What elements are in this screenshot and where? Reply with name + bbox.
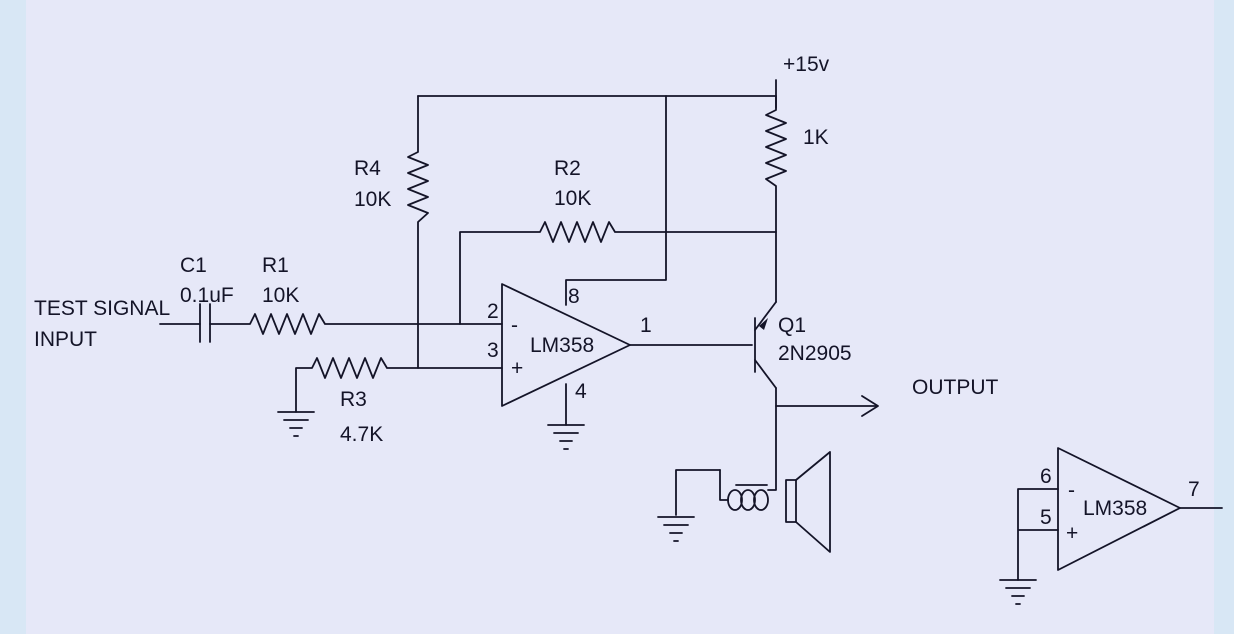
ground-icon-speaker bbox=[657, 516, 695, 542]
ground-icon-r3 bbox=[277, 411, 315, 437]
opamp-unused-minus: - bbox=[1068, 479, 1075, 502]
ground-icon-opamp bbox=[547, 424, 585, 450]
r1-value: 10K bbox=[262, 284, 299, 307]
r4-value: 10K bbox=[354, 188, 391, 211]
resistor-r2 bbox=[459, 221, 777, 325]
r2-ref: R2 bbox=[554, 157, 581, 180]
scan-edge-right bbox=[1214, 0, 1234, 634]
speaker-coil bbox=[675, 469, 769, 516]
opamp-main-pin8: 8 bbox=[568, 285, 580, 308]
speaker-icon bbox=[785, 451, 831, 553]
opamp-unused-pin5: 5 bbox=[1040, 506, 1052, 529]
c1-value: 0.1uF bbox=[180, 284, 234, 307]
opamp-vcc-wire bbox=[565, 95, 667, 306]
scan-edge-left bbox=[0, 0, 26, 634]
opamp-unused-inputs-wire bbox=[1017, 488, 1059, 581]
input-label-line2: INPUT bbox=[34, 328, 97, 351]
c1-ref: C1 bbox=[180, 254, 207, 277]
capacitor-c1 bbox=[199, 303, 211, 343]
transistor-q1 bbox=[754, 301, 777, 389]
opamp-main-pin3: 3 bbox=[487, 339, 499, 362]
opamp-lm358-unused bbox=[1057, 447, 1181, 571]
opamp-unused-name: LM358 bbox=[1083, 497, 1147, 520]
opamp-main-pin2: 2 bbox=[487, 300, 499, 323]
opamp-main-name: LM358 bbox=[530, 334, 594, 357]
r3-value: 4.7K bbox=[340, 423, 383, 446]
resistor-r3 bbox=[295, 357, 503, 413]
q1-ref: Q1 bbox=[778, 314, 806, 337]
r1-ref: R1 bbox=[262, 254, 289, 277]
opamp-main-pin4: 4 bbox=[575, 380, 587, 403]
r3-ref: R3 bbox=[340, 388, 367, 411]
r2-value: 10K bbox=[554, 187, 591, 210]
opamp-main-pin1: 1 bbox=[640, 314, 652, 337]
r4-ref: R4 bbox=[354, 157, 381, 180]
opamp-lm358-main bbox=[501, 283, 631, 407]
output-label: OUTPUT bbox=[912, 376, 999, 399]
q1-value: 2N2905 bbox=[778, 342, 852, 365]
r-collector-value: 1K bbox=[803, 126, 829, 149]
output-arrow-icon bbox=[861, 395, 879, 417]
supply-label: +15v bbox=[783, 53, 830, 76]
resistor-1k bbox=[765, 95, 787, 303]
opamp-main-plus: + bbox=[511, 357, 523, 380]
resistor-r1 bbox=[209, 313, 503, 335]
collector-wire bbox=[767, 387, 777, 491]
opamp-unused-pin6: 6 bbox=[1040, 465, 1052, 488]
opamp-unused-plus: + bbox=[1066, 522, 1078, 545]
opamp-main-minus: - bbox=[511, 314, 518, 337]
resistor-r4 bbox=[407, 95, 429, 369]
opamp-unused-pin7: 7 bbox=[1188, 478, 1200, 501]
input-label-line1: TEST SIGNAL bbox=[34, 297, 170, 320]
ground-icon-unused bbox=[999, 579, 1037, 605]
